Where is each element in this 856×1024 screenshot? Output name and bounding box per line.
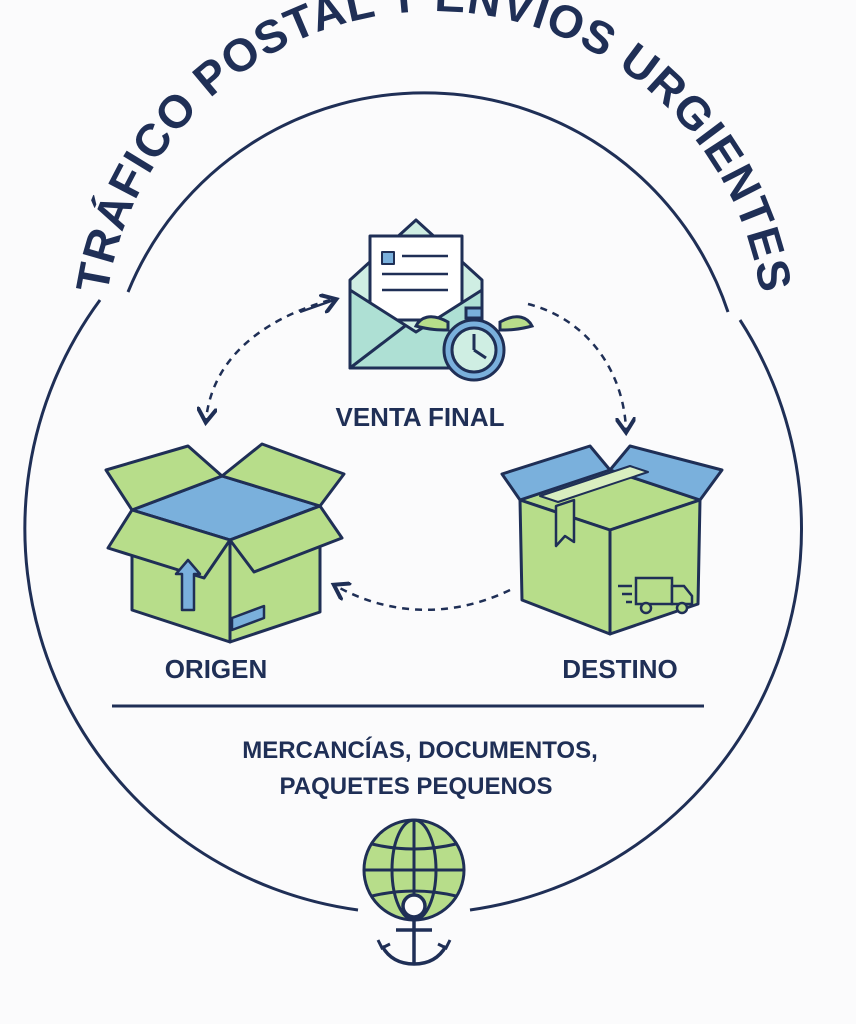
node-label-destino: DESTINO — [562, 654, 678, 684]
title-underline-arc — [126, 91, 730, 313]
stopwatch-icon — [413, 306, 535, 382]
description-line-2: PAQUETES PEQUENOS — [280, 773, 553, 800]
truck-icon — [618, 576, 694, 615]
node-label-venta-final: VENTA FINAL — [336, 402, 505, 432]
globe-anchor-icon — [362, 818, 466, 966]
box-closed-icon — [500, 444, 724, 636]
arrow-top-to-right — [527, 302, 626, 430]
outer-circle-right — [469, 319, 803, 912]
description-line-1: MERCANCÍAS, DOCUMENTOS, — [242, 736, 598, 764]
arrow-top-to-left — [206, 298, 331, 420]
arrow-left-to-top — [299, 300, 334, 312]
node-label-origen: ORIGEN — [165, 654, 268, 684]
box-open-icon — [104, 442, 346, 644]
arrow-right-to-left — [336, 586, 511, 611]
outer-circle-left — [23, 299, 359, 912]
